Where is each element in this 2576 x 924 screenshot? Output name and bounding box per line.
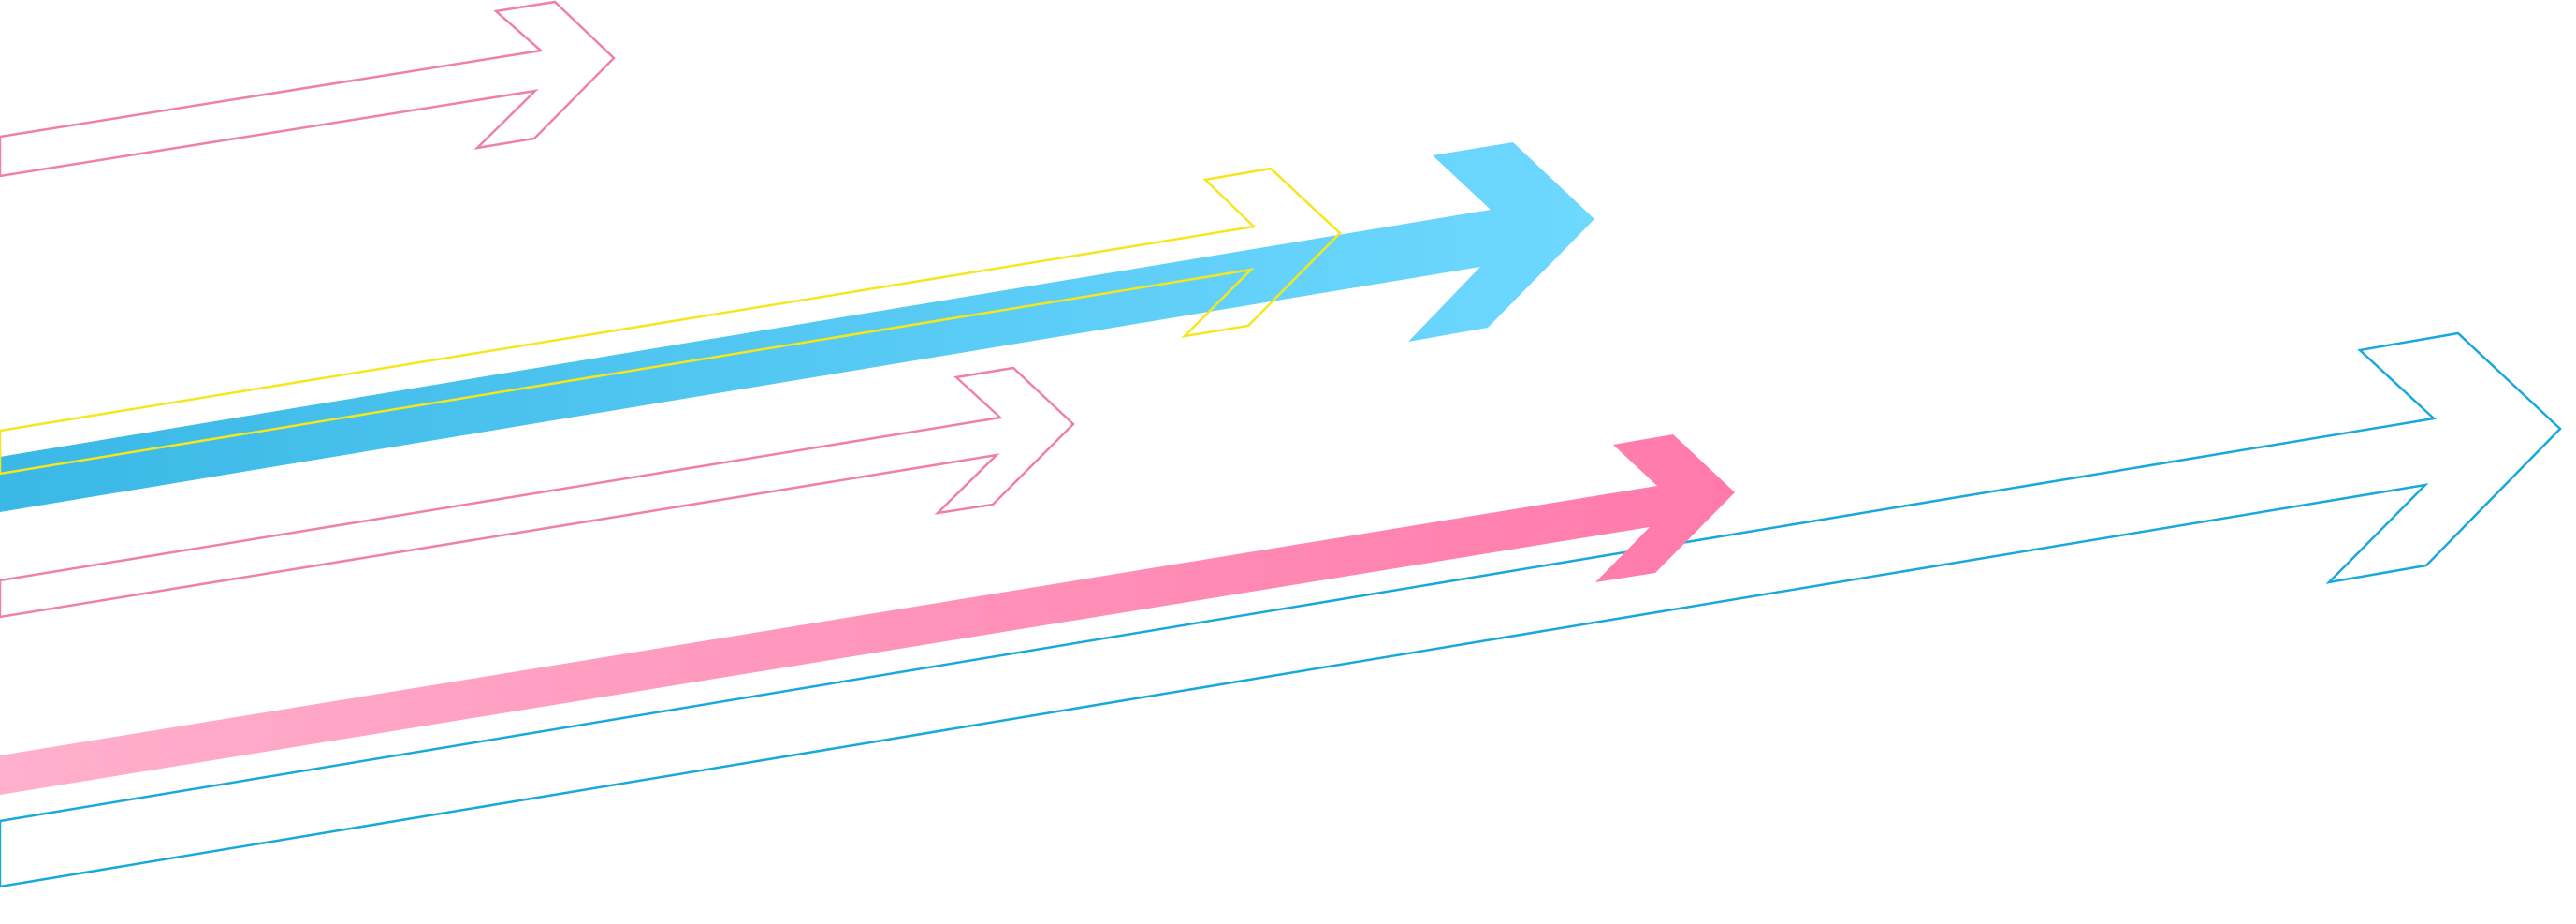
pink-solid-arrow (0, 434, 1735, 795)
pink-outline-arrow-middle (0, 366, 1075, 619)
blue-outline-arrow-large (0, 331, 2562, 888)
yellow-outline-arrow (0, 167, 1342, 476)
pink-outline-arrow-top (0, 0, 616, 178)
blue-solid-arrow (0, 142, 1594, 512)
